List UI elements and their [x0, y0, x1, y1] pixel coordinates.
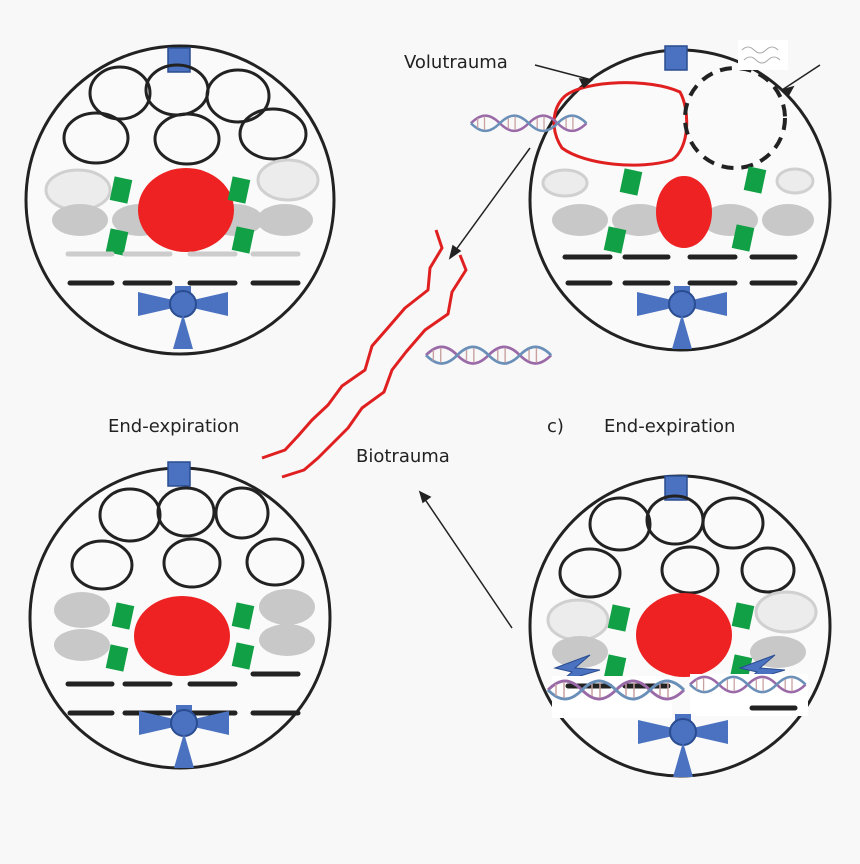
- panel-top-left: [24, 44, 336, 356]
- nucleus: [138, 168, 234, 252]
- annotations: [418, 64, 821, 629]
- biotrauma-label: Biotrauma: [356, 446, 450, 467]
- nucleus: [636, 593, 732, 677]
- panel-top-right: [469, 40, 832, 352]
- end-expiration-right-label: End-expiration: [604, 416, 735, 437]
- panel-bottom-left: [28, 461, 332, 770]
- panel-bottom-right: [528, 474, 832, 778]
- ruptured-alveolus: [552, 81, 689, 167]
- overdistended-alveolus: [683, 66, 787, 170]
- biotrauma-damage-lines: [261, 229, 468, 479]
- nucleus: [656, 176, 712, 248]
- volutrauma-label: Volutrauma: [404, 52, 508, 73]
- nucleus: [134, 596, 230, 676]
- panel-c-marker: c): [547, 416, 564, 437]
- end-expiration-left-label: End-expiration: [108, 416, 239, 437]
- dna-helix-icon: [424, 345, 553, 365]
